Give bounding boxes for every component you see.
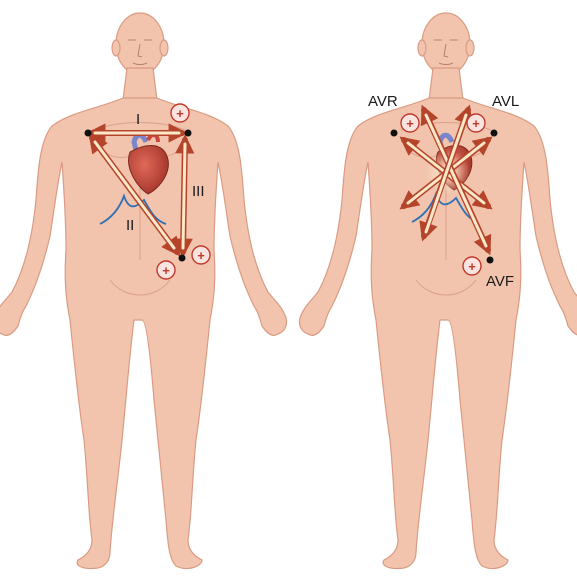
left-electrode-ll (179, 255, 186, 262)
svg-text:+: + (406, 116, 414, 131)
left-plus-marker-ll-2: + (157, 261, 175, 279)
left-plus-marker-la: + (171, 104, 189, 122)
lead-i-label: I (136, 111, 140, 128)
svg-text:+: + (162, 263, 170, 278)
right-electrode-ll (487, 257, 494, 264)
right-electrode-la (491, 130, 498, 137)
right-figure: AVR AVL AVF + + + (299, 13, 577, 569)
left-electrode-la (185, 130, 192, 137)
right-body-silhouette (299, 13, 577, 569)
avl-label: AVL (492, 93, 519, 110)
svg-text:+: + (472, 116, 480, 131)
left-plus-marker-ll-1: + (192, 246, 210, 264)
svg-text:+: + (176, 106, 184, 121)
left-body-silhouette (0, 13, 287, 569)
right-electrode-ra (391, 130, 398, 137)
avr-label: AVR (368, 93, 398, 110)
right-plus-marker-avr: + (401, 114, 419, 132)
left-figure: I II III + + + (0, 13, 287, 569)
right-plus-marker-avf: + (463, 257, 481, 275)
right-plus-marker-avl: + (467, 114, 485, 132)
svg-text:+: + (468, 259, 476, 274)
left-electrode-ra (85, 130, 92, 137)
avf-label: AVF (486, 273, 514, 290)
lead-ii-label: II (126, 217, 134, 234)
lead-iii-label: III (192, 183, 205, 200)
svg-text:+: + (197, 248, 205, 263)
